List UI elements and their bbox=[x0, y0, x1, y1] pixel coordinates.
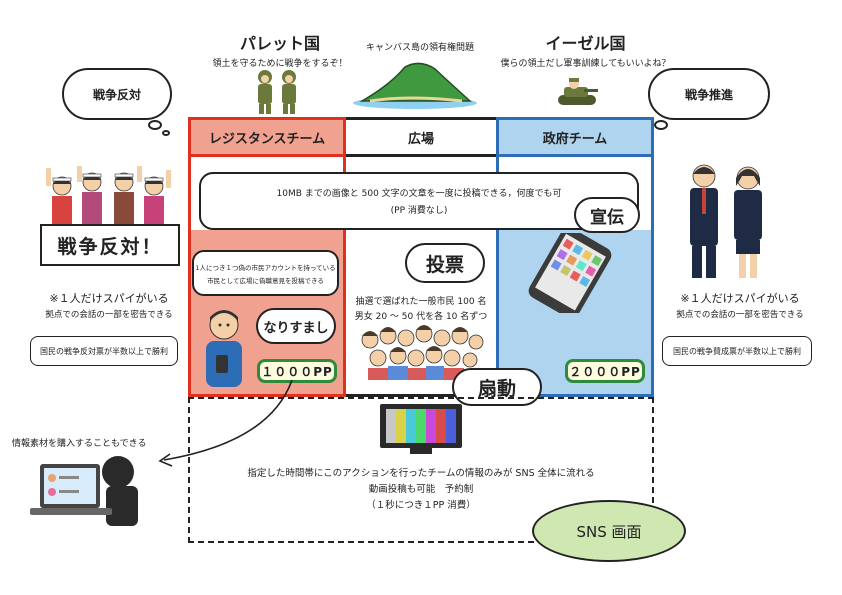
island-illustration bbox=[353, 62, 477, 109]
label-sendou: 扇動 bbox=[452, 368, 542, 406]
resistance-note-line1: 1人につき１つ偽の市民アカウントを持っている bbox=[195, 263, 336, 272]
broadcast-line3: （１秒につき１PP 消費） bbox=[366, 500, 476, 511]
post-box-line2: (PP 消費なし) bbox=[390, 206, 448, 216]
right-spy-note: ※１人だけスパイがいる 拠点での会話の一部を密告できる bbox=[650, 290, 830, 320]
resistance-note-line2: 市民として広場に偽職意見を投稿できる bbox=[207, 276, 324, 285]
smartphone-illustration bbox=[528, 233, 612, 313]
left-spy-sub: 拠点での会話の一部を密告できる bbox=[45, 310, 173, 320]
government-header: 政府チーム bbox=[499, 120, 651, 157]
easel-name: イーゼル国 bbox=[545, 34, 626, 53]
sns-screen-label: SNS 画面 bbox=[532, 500, 686, 562]
cloud-left: 戦争反対 bbox=[62, 68, 172, 120]
plaza-note: 抽選で選ばれた一般市民 100 名 男女 20 ～ 50 代を各 10 名ずつ bbox=[346, 294, 496, 322]
resistance-header: レジスタンスチーム bbox=[191, 120, 343, 157]
right-win-condition: 国民の戦争賛成票が半数以上で勝利 bbox=[662, 336, 812, 366]
cloud-left-puff-small bbox=[162, 130, 170, 136]
officials-illustration bbox=[690, 164, 762, 278]
broadcast-text: 指定した時間帯にこのアクションを行ったチームの情報のみが SNS 全体に流れる … bbox=[188, 466, 654, 514]
broadcast-line1: 指定した時間帯にこのアクションを行ったチームの情報のみが SNS 全体に流れる bbox=[247, 468, 595, 479]
palette-slogan: 領土を守るために戦争をするぞ！ bbox=[212, 59, 348, 69]
broadcast-zone bbox=[188, 397, 654, 543]
easel-country: イーゼル国 僕らの領土だし軍事訓練してもいいよね？ bbox=[498, 30, 673, 69]
right-spy-sub: 拠点での会話の一部を密告できる bbox=[676, 310, 804, 320]
cloud-right-puff bbox=[654, 120, 668, 130]
left-win-condition: 国民の戦争反対票が半数以上で勝利 bbox=[30, 336, 178, 366]
man-with-phone-illustration bbox=[206, 310, 242, 387]
palette-country: パレット国 領土を守るために戦争をするぞ！ bbox=[210, 30, 350, 69]
left-spy-note: ※１人だけスパイがいる 拠点での会話の一部を密告できる bbox=[22, 290, 196, 320]
cloud-right: 戦争推進 bbox=[648, 68, 770, 120]
plaza-note-line2: 男女 20 ～ 50 代を各 10 名ずつ bbox=[354, 312, 488, 322]
soldiers-illustration bbox=[258, 70, 296, 114]
resistance-points: １０００PP bbox=[257, 359, 337, 383]
cloud-left-puff bbox=[148, 120, 162, 130]
label-senden: 宣伝 bbox=[574, 197, 640, 233]
left-spy: ※１人だけスパイがいる bbox=[49, 292, 169, 305]
government-points: ２０００PP bbox=[565, 359, 645, 383]
plaza-header: 広場 bbox=[346, 120, 496, 157]
palette-name: パレット国 bbox=[239, 34, 320, 53]
post-box: 10MB までの画像と 500 文字の文章を一度に投稿できる，何度でも可 (PP… bbox=[199, 172, 639, 230]
laptop-user-illustration bbox=[30, 456, 138, 526]
island-title: キャンバス島の領有権問題 bbox=[365, 43, 474, 53]
government-zone bbox=[496, 117, 654, 397]
resistance-note: 1人につき１つ偽の市民アカウントを持っている 市民として広場に偽職意見を投稿でき… bbox=[192, 250, 339, 296]
buy-info: 情報素材を購入することもできる bbox=[12, 439, 147, 449]
plaza-note-line1: 抽選で選ばれた一般市民 100 名 bbox=[355, 297, 487, 307]
label-touhyou: 投票 bbox=[405, 243, 485, 283]
tv-color-bars-illustration bbox=[380, 404, 462, 454]
label-narisumashi: なりすまし bbox=[256, 308, 336, 344]
easel-slogan: 僕らの領土だし軍事訓練してもいいよね？ bbox=[500, 59, 671, 69]
right-spy: ※１人だけスパイがいる bbox=[680, 292, 800, 305]
post-box-line1: 10MB までの画像と 500 文字の文章を一度に投稿できる，何度でも可 bbox=[276, 189, 562, 199]
broadcast-line2: 動画投稿も可能 予約制 bbox=[368, 484, 474, 495]
plaza-zone bbox=[346, 117, 496, 397]
tank-illustration bbox=[558, 78, 598, 105]
buy-arrow bbox=[158, 380, 293, 467]
resistance-zone bbox=[188, 117, 346, 397]
crowd-illustration bbox=[361, 325, 484, 380]
protesters-illustration bbox=[46, 166, 171, 240]
protest-sign: 戦争反対！ bbox=[40, 224, 180, 266]
